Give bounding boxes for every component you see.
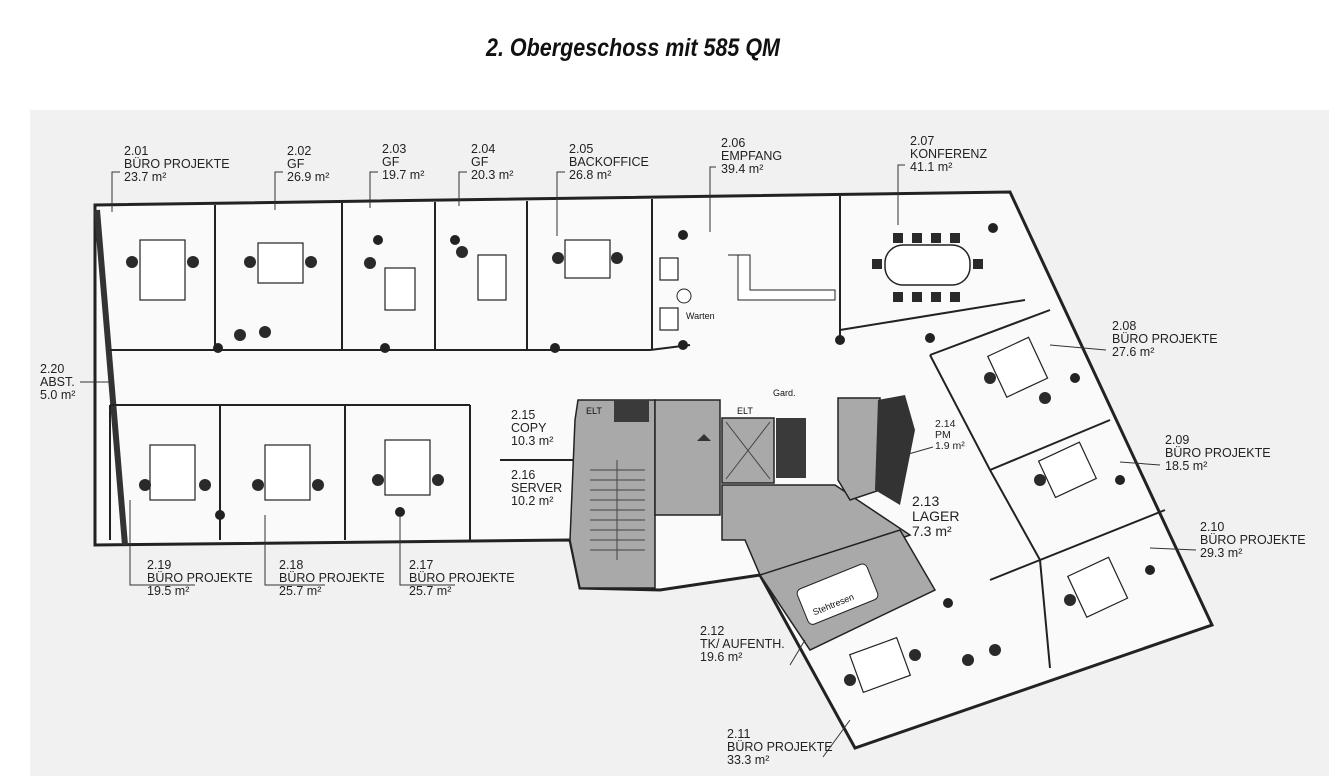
triangle-marker: [697, 434, 711, 441]
reception-counter: [728, 254, 836, 301]
bottom-partitions: [109, 405, 471, 540]
office-chairs: [126, 246, 1076, 686]
stairs: [590, 460, 645, 560]
page-title: 2. Obergeschoss mit 585 QM: [486, 34, 780, 62]
garderobe-label: Gard.: [773, 388, 796, 398]
stairwell: [569, 399, 656, 589]
leader-lines: [80, 164, 1197, 758]
stehtresen-counter: [796, 563, 879, 625]
elt-room-dark: [614, 400, 649, 422]
elevator-cross: [725, 421, 771, 480]
elt-label-1: ELT: [586, 406, 602, 416]
wc-men: [837, 397, 881, 501]
lobby: [654, 399, 721, 516]
office-desks: [139, 239, 1129, 694]
waiting-table: [676, 288, 692, 304]
columns: [213, 223, 1155, 608]
elt-label-2: ELT: [737, 406, 753, 416]
waiting-chair: [659, 307, 679, 331]
conference-chairs: [872, 233, 983, 302]
shaft-dark: [875, 395, 915, 505]
right-partitions: [839, 299, 1166, 669]
shaft: [776, 418, 806, 478]
warten-label: Warten: [686, 311, 715, 321]
conference-table: [884, 244, 971, 286]
left-facade: [94, 209, 128, 546]
waiting-chair: [659, 257, 679, 281]
top-partitions: [214, 196, 841, 350]
